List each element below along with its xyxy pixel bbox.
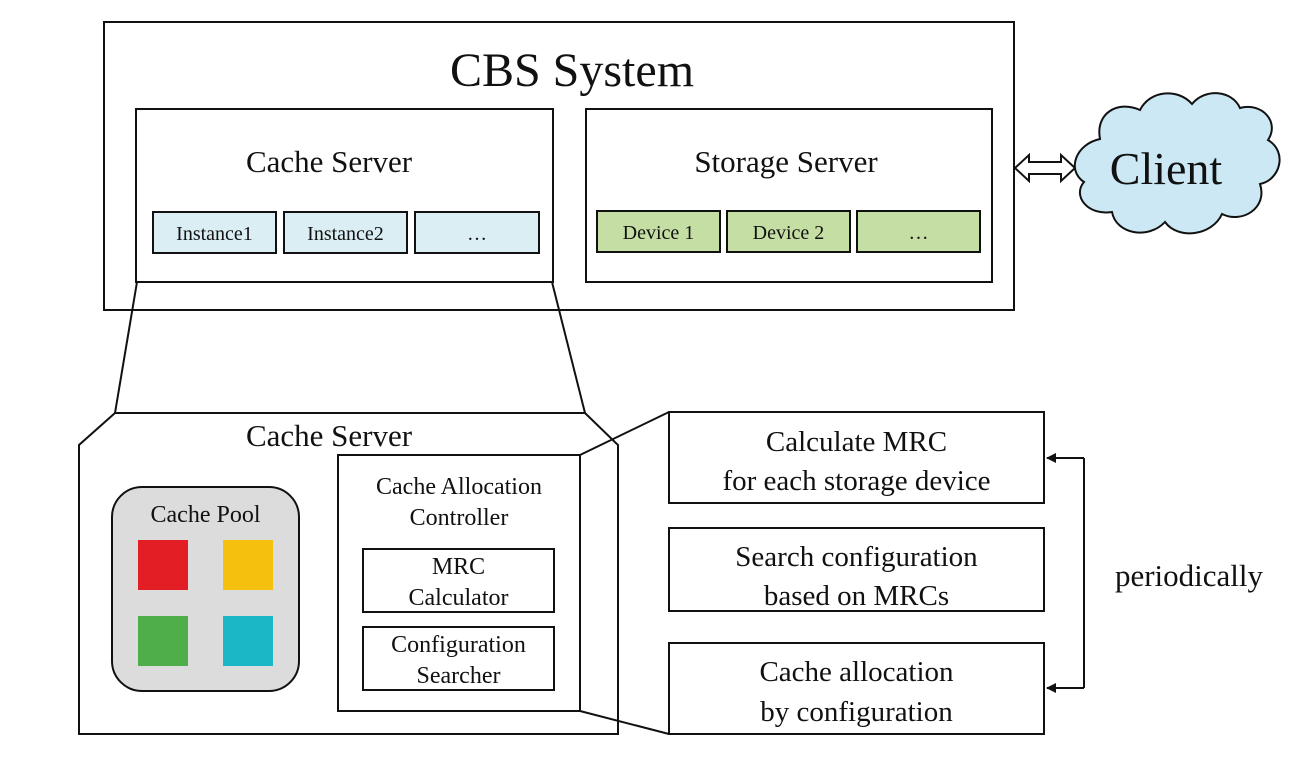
instance-chip: … [414, 211, 540, 254]
cloud-icon [1073, 92, 1281, 235]
mrc-calculator-line2: Calculator [409, 585, 509, 611]
cache-block-green [138, 616, 188, 666]
configuration-searcher-box [362, 626, 555, 691]
instance-chip-label: Instance2 [307, 223, 384, 245]
instance-chip: Instance1 [152, 211, 277, 254]
step-line2: for each storage device [722, 465, 990, 497]
controller-title-line2: Controller [410, 505, 509, 531]
device-chip-bg [856, 210, 981, 253]
cache-block-red [138, 540, 188, 590]
instance-chip-bg [283, 211, 408, 254]
step-line1: Search configuration [735, 541, 978, 573]
device-chip-label: Device 2 [753, 222, 825, 244]
zoom-line-controller-top [579, 411, 670, 456]
cache-pool-label: Cache Pool [151, 502, 261, 528]
configuration-searcher-line1: Configuration [391, 632, 526, 658]
instance-chip-bg [152, 211, 277, 254]
device-chip-bg [726, 210, 851, 253]
mrc-calculator-box [362, 548, 555, 613]
device-chip-bg [596, 210, 721, 253]
controller-title-line1: Cache Allocation [376, 474, 542, 500]
instance-chip-label: Instance1 [176, 223, 253, 245]
zoom-line-right [551, 281, 586, 414]
instance-chip-bg [414, 211, 540, 254]
mrc-calculator-line1: MRC [432, 554, 485, 580]
periodically-label: periodically [1115, 558, 1264, 593]
cache-server-detail-title: Cache Server [246, 418, 413, 453]
device-chip-label: Device 1 [623, 222, 695, 244]
cache-server-title: Cache Server [246, 144, 413, 179]
zoom-line-controller-bottom [579, 710, 670, 735]
device-chip: Device 2 [726, 210, 851, 253]
device-chip-label: … [909, 222, 929, 244]
device-chip: Device 1 [596, 210, 721, 253]
configuration-searcher-line2: Searcher [417, 663, 501, 689]
step-line2: based on MRCs [764, 580, 949, 612]
storage-server-box [585, 108, 993, 283]
double-arrow-icon [1013, 152, 1077, 184]
step-box-calculate-mrc [668, 411, 1045, 504]
storage-server-title: Storage Server [694, 144, 878, 179]
instance-chip: Instance2 [283, 211, 408, 254]
device-chip: … [856, 210, 981, 253]
step-line1: Cache allocation [759, 656, 954, 688]
client-label: Client [1110, 143, 1223, 194]
step-box-cache-allocation [668, 642, 1045, 735]
cache-server-box [135, 108, 554, 283]
cbs-system-title: CBS System [450, 44, 694, 97]
cache-block-cyan [223, 616, 273, 666]
instance-chip-label: … [467, 223, 487, 245]
cache-block-yellow [223, 540, 273, 590]
zoom-line-left [114, 281, 138, 414]
step-box-search-configuration [668, 527, 1045, 612]
step-line2: by configuration [760, 696, 953, 728]
step-line1: Calculate MRC [766, 426, 947, 458]
